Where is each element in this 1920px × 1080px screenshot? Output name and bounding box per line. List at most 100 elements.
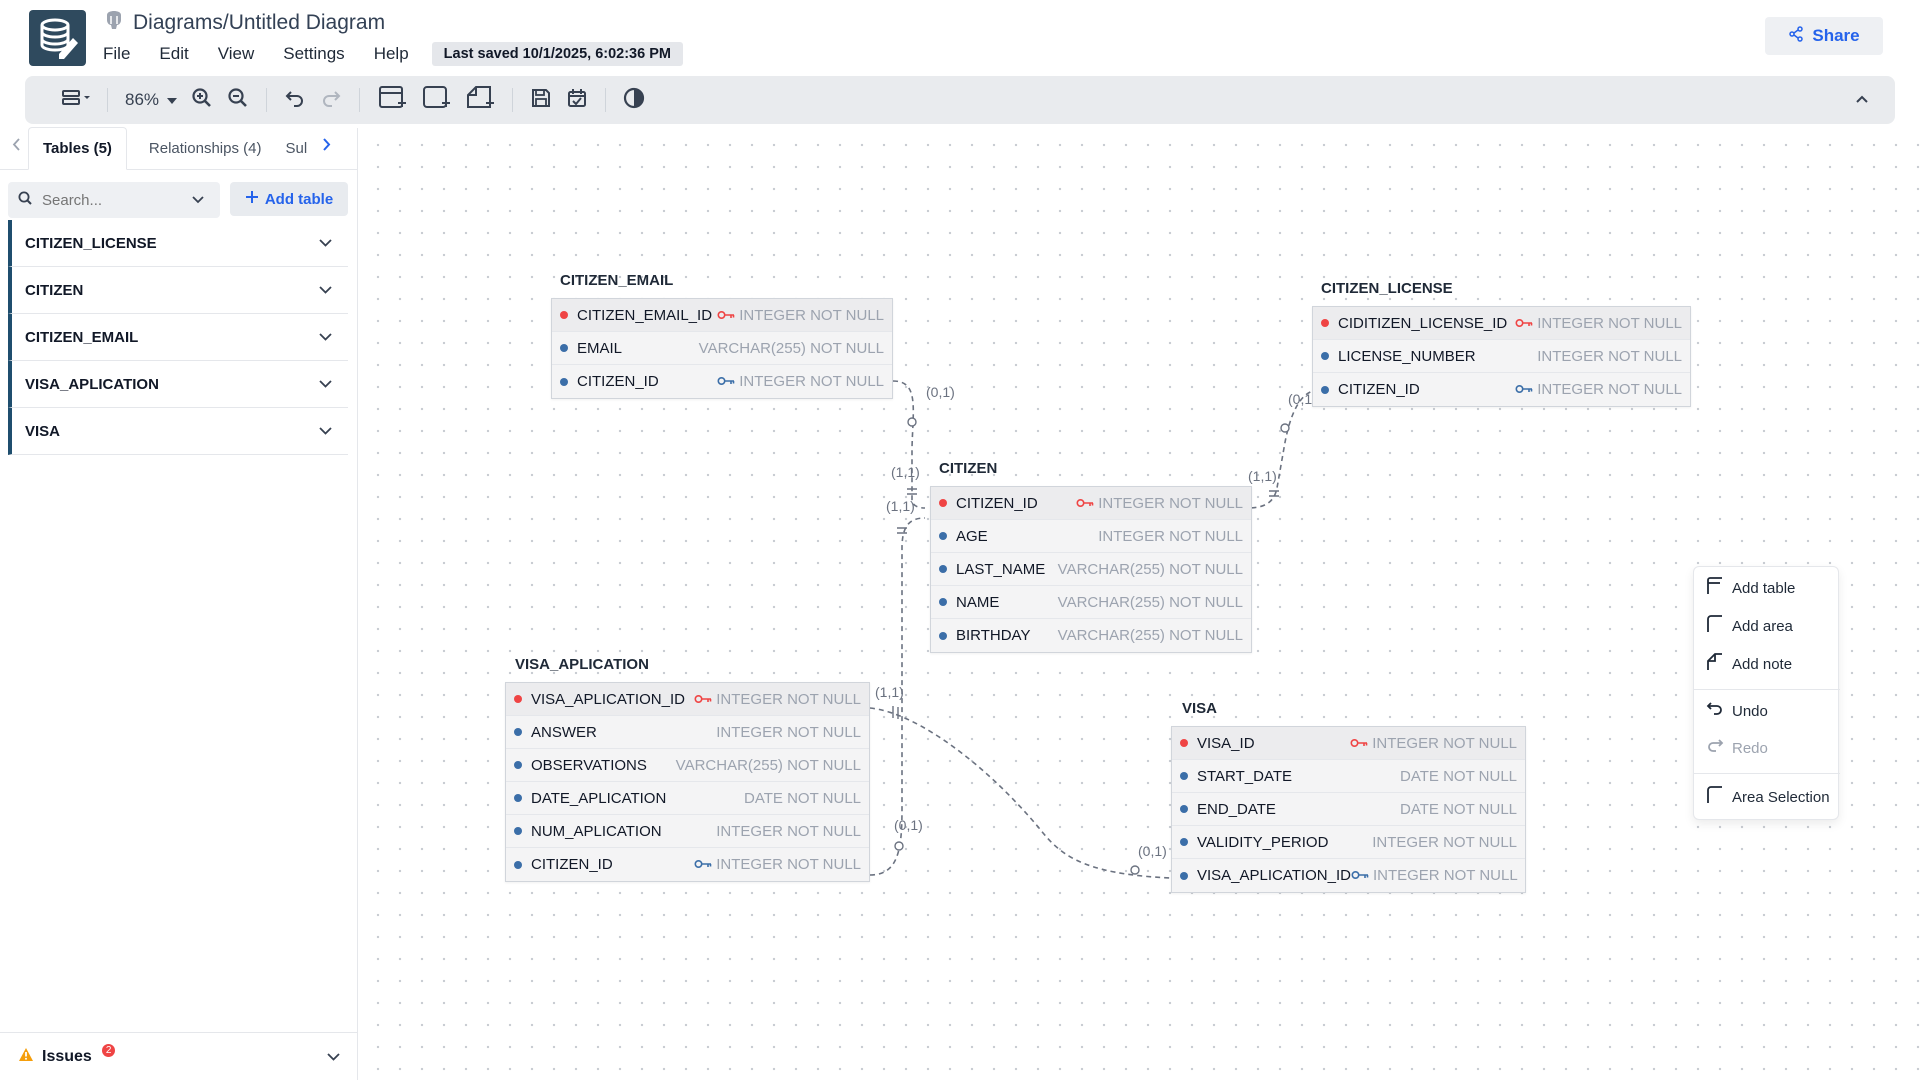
search-icon	[18, 191, 32, 210]
ctx-undo[interactable]: Undo	[1706, 701, 1768, 721]
er-table-title[interactable]: CITIZEN_LICENSE	[1321, 280, 1453, 297]
tab-subject-areas[interactable]: Sul	[285, 140, 308, 157]
sidebar-table-citizen-license[interactable]: CITIZEN_LICENSE	[8, 220, 348, 267]
er-table-citizen-license[interactable]: CIDITIZEN_LICENSE_ID INTEGER NOT NULL LI…	[1312, 306, 1691, 407]
er-table-visa-aplication[interactable]: VISA_APLICATION_ID INTEGER NOT NULL ANSW…	[505, 682, 870, 882]
menu-view[interactable]: View	[217, 44, 255, 63]
er-column-row[interactable]: DATE_APLICATION DATE NOT NULL	[506, 782, 869, 815]
column-name: DATE_APLICATION	[531, 789, 667, 807]
save-button[interactable]	[523, 83, 559, 117]
er-column-row[interactable]: LICENSE_NUMBER INTEGER NOT NULL	[1313, 340, 1690, 373]
tab-tables[interactable]: Tables (5)	[28, 127, 127, 170]
er-column-row[interactable]: START_DATE DATE NOT NULL	[1172, 760, 1525, 793]
zoom-select[interactable]: 86%	[118, 83, 184, 117]
column-dot	[514, 761, 522, 769]
er-table-title[interactable]: VISA	[1182, 700, 1218, 717]
er-column-row[interactable]: CITIZEN_ID INTEGER NOT NULL	[1313, 373, 1690, 406]
er-table-title[interactable]: CITIZEN_EMAIL	[560, 272, 674, 289]
menu-settings[interactable]: Settings	[283, 44, 345, 63]
table-search-input[interactable]	[42, 191, 182, 209]
issues-panel[interactable]: Issues 2	[0, 1032, 358, 1080]
column-type-label: INTEGER NOT NULL	[716, 822, 861, 840]
issues-count-badge: 2	[101, 1044, 116, 1057]
menu-edit[interactable]: Edit	[159, 44, 189, 63]
table-item-label: VISA	[25, 422, 61, 440]
undo-icon	[285, 89, 305, 112]
er-table-title[interactable]: CITIZEN	[939, 460, 998, 477]
column-type: INTEGER NOT NULL	[694, 691, 861, 708]
app-logo-icon[interactable]	[29, 10, 86, 66]
ctx-label: Redo	[1732, 739, 1768, 757]
tab-relationships[interactable]: Relationships (4)	[148, 140, 262, 157]
er-column-row[interactable]: LAST_NAME VARCHAR(255) NOT NULL	[931, 553, 1251, 586]
er-column-row[interactable]: CITIZEN_EMAIL_ID INTEGER NOT NULL	[552, 299, 892, 332]
cardinality-label: (1,1)	[886, 498, 915, 514]
diagram-title[interactable]: Diagrams/Untitled Diagram	[133, 10, 386, 34]
ctx-redo[interactable]: Redo	[1706, 738, 1768, 758]
zoom-in-button[interactable]	[184, 83, 220, 117]
collapse-toolbar-button[interactable]	[1847, 83, 1877, 117]
er-column-row[interactable]: BIRTHDAY VARCHAR(255) NOT NULL	[931, 619, 1251, 652]
cardinality-label: (0,1)	[1138, 843, 1167, 859]
er-column-row[interactable]: VISA_APLICATION_ID INTEGER NOT NULL	[1172, 859, 1525, 892]
er-table-title[interactable]: VISA_APLICATION	[515, 656, 649, 673]
column-name: VALIDITY_PERIOD	[1197, 833, 1329, 851]
er-table-citizen-email[interactable]: CITIZEN_EMAIL_ID INTEGER NOT NULL EMAIL …	[551, 298, 893, 399]
ctx-add-note[interactable]: Add note	[1706, 652, 1792, 676]
column-type-label: VARCHAR(255) NOT NULL	[698, 339, 884, 357]
er-column-row[interactable]: ANSWER INTEGER NOT NULL	[506, 716, 869, 749]
er-column-row[interactable]: VISA_APLICATION_ID INTEGER NOT NULL	[506, 683, 869, 716]
sidebar-table-visa-aplication[interactable]: VISA_APLICATION	[8, 361, 348, 408]
sidebar-table-visa[interactable]: VISA	[8, 408, 348, 455]
er-column-row[interactable]: VISA_ID INTEGER NOT NULL	[1172, 727, 1525, 760]
add-area-tool-button[interactable]	[414, 83, 458, 117]
er-column-row[interactable]: NAME VARCHAR(255) NOT NULL	[931, 586, 1251, 619]
relationship-line	[869, 707, 1172, 879]
er-column-row[interactable]: VALIDITY_PERIOD INTEGER NOT NULL	[1172, 826, 1525, 859]
add-table-button[interactable]: Add table	[230, 182, 348, 216]
er-column-row[interactable]: CITIZEN_ID INTEGER NOT NULL	[506, 848, 869, 881]
column-name: VISA_APLICATION_ID	[531, 690, 685, 708]
sidebar-table-citizen-email[interactable]: CITIZEN_EMAIL	[8, 314, 348, 361]
menu-file[interactable]: File	[103, 44, 131, 63]
er-column-row[interactable]: EMAIL VARCHAR(255) NOT NULL	[552, 332, 892, 365]
er-table-citizen[interactable]: CITIZEN_ID INTEGER NOT NULL AGE INTEGER …	[930, 486, 1252, 653]
menu-help[interactable]: Help	[373, 44, 409, 63]
er-column-row[interactable]: END_DATE DATE NOT NULL	[1172, 793, 1525, 826]
column-dot	[939, 565, 947, 573]
er-table-visa[interactable]: VISA_ID INTEGER NOT NULL START_DATE DATE…	[1171, 726, 1526, 893]
column-dot	[939, 532, 947, 540]
undo-button[interactable]	[277, 83, 313, 117]
er-column-row[interactable]: NUM_APLICATION INTEGER NOT NULL	[506, 815, 869, 848]
ctx-area-selection[interactable]: Area Selection	[1706, 785, 1830, 809]
add-table-tool-button[interactable]	[370, 83, 414, 117]
primary-key-dot	[1180, 739, 1188, 747]
add-note-icon	[466, 85, 494, 116]
tabs-scroll-left-icon[interactable]	[0, 138, 28, 169]
er-column-row[interactable]: CIDITIZEN_LICENSE_ID INTEGER NOT NULL	[1313, 307, 1690, 340]
zoom-value: 86%	[124, 90, 160, 109]
layout-menu-button[interactable]	[57, 83, 97, 117]
sidebar-table-citizen[interactable]: CITIZEN	[8, 267, 348, 314]
er-column-row[interactable]: CITIZEN_ID INTEGER NOT NULL	[931, 487, 1251, 520]
share-button[interactable]: Share	[1765, 17, 1883, 55]
issues-label: Issues	[42, 1047, 92, 1065]
versions-button[interactable]	[559, 83, 595, 117]
redo-button[interactable]	[313, 83, 349, 117]
column-type-label: DATE NOT NULL	[1400, 800, 1517, 818]
er-column-row[interactable]: CITIZEN_ID INTEGER NOT NULL	[552, 365, 892, 398]
ctx-add-area[interactable]: Add area	[1706, 614, 1793, 638]
tabs-scroll-right-icon[interactable]	[315, 138, 341, 169]
diagram-canvas[interactable]: (0,1) (1,1) (1,1) (0,1) (0,1) (1,1) (1,1…	[359, 128, 1920, 1080]
chevron-down-icon[interactable]	[192, 191, 204, 209]
er-column-row[interactable]: OBSERVATIONS VARCHAR(255) NOT NULL	[506, 749, 869, 782]
calendar-check-icon	[567, 88, 587, 113]
mandatory-marker	[897, 527, 907, 534]
add-area-icon	[1706, 614, 1724, 638]
er-column-row[interactable]: AGE INTEGER NOT NULL	[931, 520, 1251, 553]
column-dot	[939, 598, 947, 606]
theme-toggle-button[interactable]	[616, 83, 652, 117]
add-note-tool-button[interactable]	[458, 83, 502, 117]
zoom-out-button[interactable]	[220, 83, 256, 117]
ctx-add-table[interactable]: Add table	[1706, 576, 1795, 600]
